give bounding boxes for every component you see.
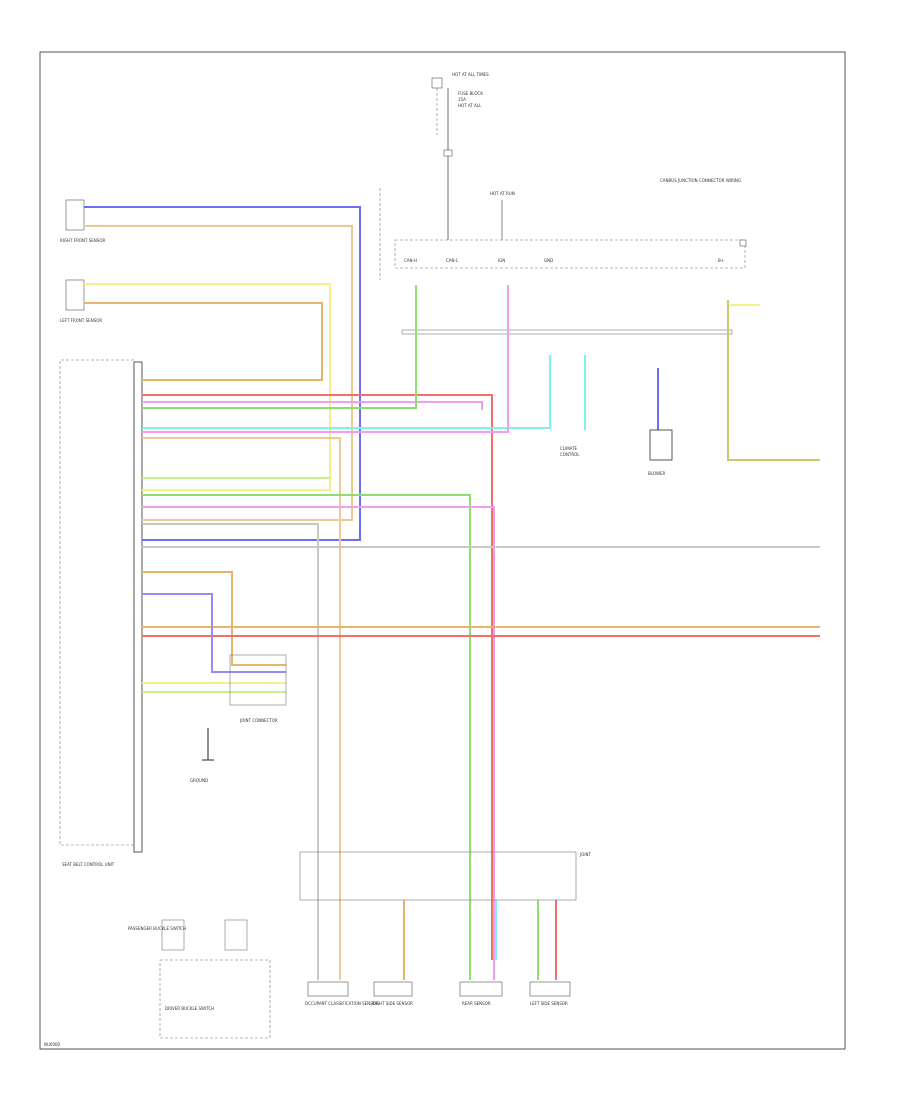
svg-text:RIGHT SIDE SENSOR: RIGHT SIDE SENSOR <box>372 1001 413 1006</box>
wire-pink-8 <box>142 285 509 433</box>
component-blue-stub: BLOWER <box>648 429 673 476</box>
bottom-sensors: OCCUPANT CLASSIFICATION SENSOR RIGHT SID… <box>305 981 571 1006</box>
svg-text:15A: 15A <box>458 97 466 102</box>
left-front-sensor: LEFT FRONT SENSOR <box>60 279 102 323</box>
svg-text:SEAT BELT CONTROL UNIT: SEAT BELT CONTROL UNIT <box>62 862 115 867</box>
top-fuse-block: HOT AT ALL TIMES FUSE BLOCK 15A HOT AT A… <box>431 72 489 240</box>
wire-group <box>84 206 820 980</box>
splice-row <box>401 329 733 335</box>
svg-text:GND: GND <box>544 258 553 263</box>
top-fuse-label: HOT AT ALL TIMES <box>452 72 489 77</box>
wire-pink-11 <box>142 506 495 980</box>
svg-text:OCCUPANT CLASSIFICATION SENSOR: OCCUPANT CLASSIFICATION SENSOR <box>305 1001 379 1006</box>
svg-text:HOT AT RUN: HOT AT RUN <box>490 191 515 196</box>
svg-text:JOINT: JOINT <box>579 852 592 857</box>
svg-text:BLOWER: BLOWER <box>648 471 665 476</box>
svg-text:CAN-H: CAN-H <box>404 258 417 263</box>
svg-text:CONTROL: CONTROL <box>560 452 580 457</box>
right-front-sensor: RIGHT FRONT SENSOR <box>60 199 105 243</box>
wire-yellow-2 <box>84 283 331 491</box>
wire-orange-3 <box>84 302 323 381</box>
wire-tan-9 <box>142 437 341 980</box>
wire-cyan-7 <box>142 355 551 429</box>
svg-text:FUSE BLOCK: FUSE BLOCK <box>458 91 483 96</box>
svg-text:CAN-L: CAN-L <box>446 258 459 263</box>
svg-text:GROUND: GROUND <box>190 778 208 783</box>
buckle-switches: PASSENGER BUCKLE SWITCH DRIVER BUCKLE SW… <box>128 919 271 1039</box>
footer-code: NU0000 <box>44 1042 61 1047</box>
wire-blue-0 <box>84 206 361 541</box>
svg-text:PASSENGER BUCKLE SWITCH: PASSENGER BUCKLE SWITCH <box>128 926 186 931</box>
svg-text:HOT AT ALL: HOT AT ALL <box>458 103 482 108</box>
svg-text:RIGHT FRONT SENSOR: RIGHT FRONT SENSOR <box>60 238 105 243</box>
diagram-frame <box>39 51 846 1050</box>
svg-text:DRIVER BUCKLE SWITCH: DRIVER BUCKLE SWITCH <box>165 1006 214 1011</box>
wire-violet-17 <box>142 593 286 673</box>
component-cyan-stub: CLIMATE CONTROL <box>560 446 580 457</box>
wire-tan-1 <box>84 225 353 521</box>
wire-olive-23 <box>727 300 820 461</box>
svg-text:IGN: IGN <box>498 258 505 263</box>
junction-connector-bar: HOT AT RUN CAN-H CAN-L IGN GND B+ <box>379 188 747 280</box>
ground-symbol: GROUND <box>190 728 214 783</box>
control-unit: SEAT BELT CONTROL UNIT <box>59 359 143 867</box>
svg-text:CLIMATE: CLIMATE <box>560 446 578 451</box>
svg-text:LEFT SIDE SENSOR: LEFT SIDE SENSOR <box>530 1001 568 1006</box>
top-right-note: CANBUS JUNCTION CONNECTOR WIRING <box>660 178 741 183</box>
wire-green-6 <box>142 285 417 409</box>
joint-connector-1: JOINT CONNECTOR <box>229 654 287 723</box>
wire-orange-14 <box>142 571 286 666</box>
pretensioner-connector: JOINT <box>299 851 592 901</box>
svg-text:JOINT CONNECTOR: JOINT CONNECTOR <box>239 718 278 723</box>
svg-text:REAR SENSOR: REAR SENSOR <box>462 1001 491 1006</box>
svg-text:B+: B+ <box>718 258 724 263</box>
wire-green-10 <box>142 494 471 980</box>
svg-text:LEFT FRONT SENSOR: LEFT FRONT SENSOR <box>60 318 102 323</box>
wire-pink-5 <box>142 401 483 410</box>
wire-gray-12 <box>142 523 319 980</box>
